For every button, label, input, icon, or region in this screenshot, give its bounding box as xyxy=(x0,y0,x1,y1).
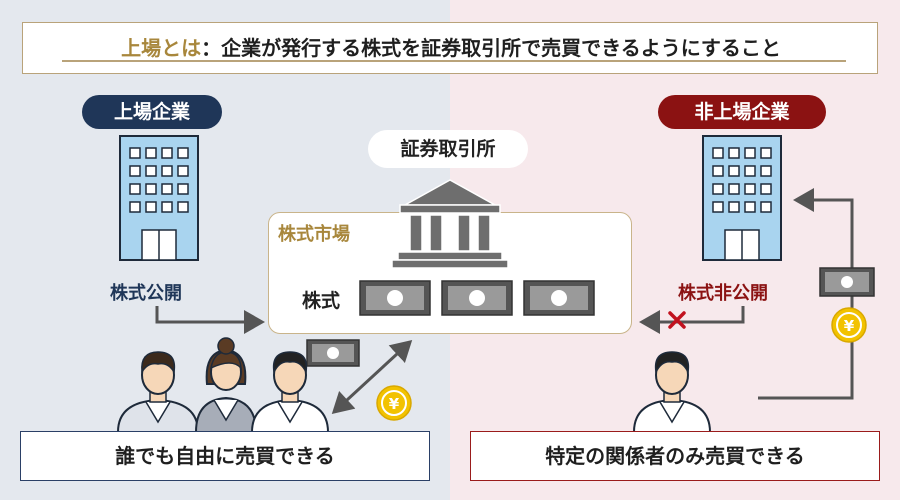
investor-man-icon xyxy=(116,351,200,433)
stock-market-label: 株式市場 xyxy=(278,224,350,245)
yen-coin-icon: ¥ xyxy=(831,307,867,343)
stock-certificate-icon xyxy=(359,280,431,316)
definition-separator: ： xyxy=(201,36,222,60)
listed-company-badge: 上場企業 xyxy=(82,95,222,129)
stock-certificate-icon xyxy=(441,280,513,316)
traded-stock-icon xyxy=(306,339,360,367)
stock-certificate-icon xyxy=(523,280,595,316)
yen-symbol: ¥ xyxy=(389,395,400,413)
unlisted-building-icon xyxy=(702,135,782,261)
definition-term: 上場とは xyxy=(121,36,202,60)
yen-coin-icon: ¥ xyxy=(376,385,412,421)
investor-man-icon xyxy=(250,351,330,433)
definition-underline xyxy=(62,60,846,62)
public-trade-arrow xyxy=(331,339,413,415)
blocked-x-icon xyxy=(668,311,686,329)
listed-caption-box: 誰でも自由に売買できる xyxy=(20,431,430,481)
definition-body: 企業が発行する株式を証券取引所で売買できるようにすること xyxy=(221,36,781,60)
unlisted-company-badge: 非上場企業 xyxy=(658,95,826,129)
restricted-stock-icon xyxy=(819,267,875,297)
exchange-building-icon xyxy=(391,179,509,269)
stock-exchange-label: 証券取引所 xyxy=(368,130,528,168)
yen-symbol: ¥ xyxy=(844,317,855,335)
investor-woman-icon xyxy=(194,337,258,433)
public-shares-label: 株式公開 xyxy=(110,283,182,304)
private-blocked-arrow xyxy=(639,306,745,334)
private-shares-label: 株式非公開 xyxy=(678,283,768,304)
public-listing-arrow xyxy=(155,306,265,334)
related-party-icon xyxy=(632,351,712,433)
stock-label: 株式 xyxy=(302,290,341,312)
definition-text: 上場とは：企業が発行する株式を証券取引所で売買できるようにすること xyxy=(23,23,879,73)
definition-box: 上場とは：企業が発行する株式を証券取引所で売買できるようにすること xyxy=(22,22,878,74)
listed-building-icon xyxy=(119,135,199,261)
unlisted-caption-box: 特定の関係者のみ売買できる xyxy=(470,431,880,481)
restricted-trade-loop-arrow xyxy=(758,188,854,400)
